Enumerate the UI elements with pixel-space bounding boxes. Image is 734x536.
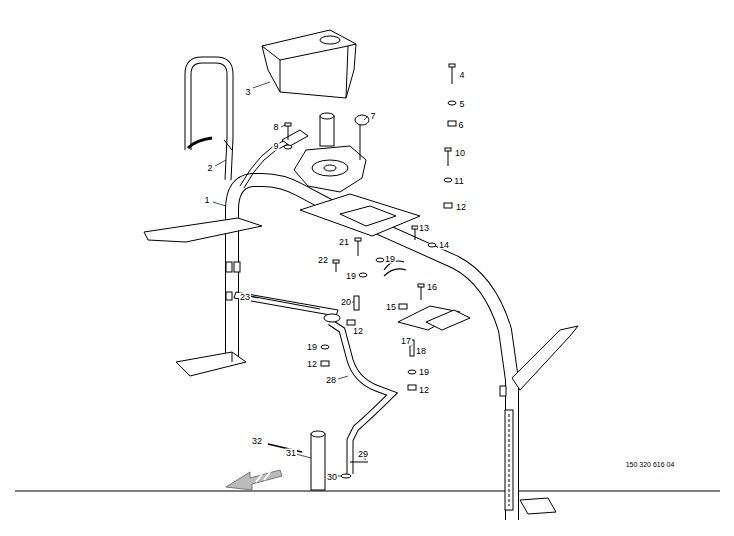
cover (262, 30, 356, 98)
bent-rod (324, 314, 392, 478)
main-frame (144, 180, 578, 520)
callout-number: 20 (340, 298, 352, 307)
callout-number: 30 (326, 473, 338, 482)
drawing-number: 150 320 616 04 (625, 461, 676, 468)
callout-number: 12 (455, 203, 467, 212)
handle (188, 60, 232, 180)
callout-number: 8 (272, 123, 279, 132)
callout-number: 5 (458, 100, 465, 109)
callout-number: 12 (352, 327, 364, 336)
cable (240, 130, 308, 188)
callout-number: 19 (345, 272, 357, 281)
fasteners (284, 64, 456, 390)
callout-number: 14 (438, 241, 450, 250)
callout-number: 29 (357, 450, 369, 459)
callout-number: 1 (203, 196, 210, 205)
callout-number: 32 (251, 437, 263, 446)
callout-number: 13 (418, 224, 430, 233)
callout-number: 18 (415, 347, 427, 356)
callout-number: 10 (454, 149, 466, 158)
callout-number: 16 (426, 283, 438, 292)
callout-number: 23 (239, 293, 251, 302)
callout-number: 7 (369, 112, 376, 121)
callout-number: 11 (453, 177, 464, 186)
callout-number: 21 (338, 238, 350, 247)
callout-number: 12 (418, 386, 430, 395)
flat-bar (234, 292, 338, 316)
callout-number: 31 (285, 449, 297, 458)
callout-number: 2 (206, 164, 213, 173)
callout-number: 9 (272, 142, 279, 151)
leader-lines (213, 82, 412, 476)
callout-number: 4 (458, 71, 465, 80)
callout-number: 19 (418, 368, 430, 377)
callout-number: 15 (385, 303, 397, 312)
callout-number: 28 (325, 376, 337, 385)
callout-number: 19 (306, 343, 318, 352)
tube (268, 431, 325, 490)
ground-line (15, 490, 720, 491)
callout-number: 6 (457, 121, 464, 130)
callout-number: 22 (317, 256, 329, 265)
callout-number: 19 (384, 255, 396, 264)
callout-number: 17 (400, 337, 412, 346)
callout-number: 12 (306, 360, 318, 369)
direction-arrow (226, 470, 282, 490)
callout-number: 3 (244, 88, 251, 97)
motor-unit (294, 113, 369, 192)
